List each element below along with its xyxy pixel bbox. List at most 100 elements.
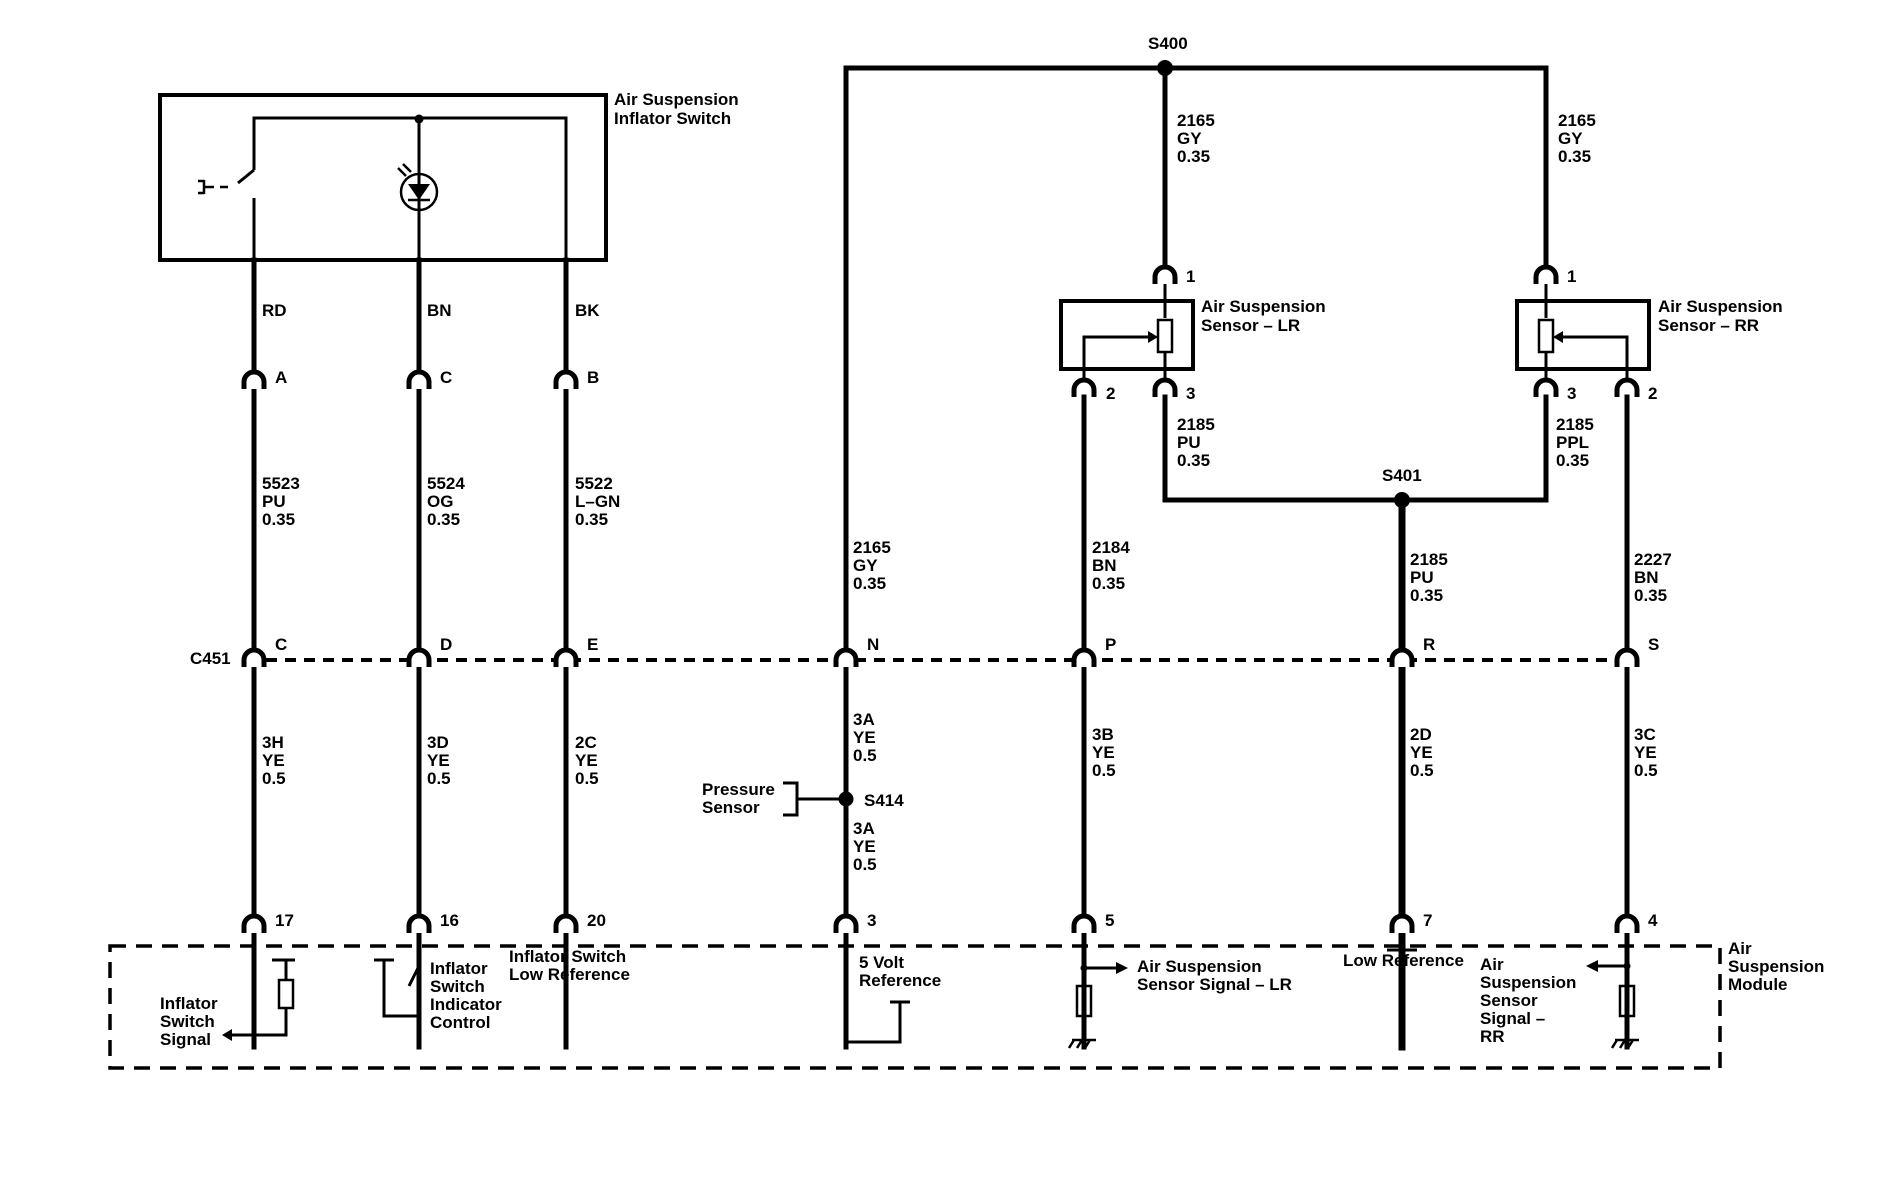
wire-2184-color: BN (1092, 556, 1117, 575)
five-volt-label-2: Reference (859, 971, 941, 990)
sensor-lr-box (1059, 299, 1195, 371)
wire-2d-gauge: 0.5 (1410, 761, 1434, 780)
wire-b-color: BK (575, 301, 600, 320)
switch-actuator-icon (198, 179, 228, 195)
c451-pin-d: D (440, 635, 452, 654)
wire-3h-color: YE (262, 751, 285, 770)
wire-3a-lower-color: YE (853, 837, 876, 856)
wire-3c-color: YE (1634, 743, 1657, 762)
module-label-1: Air (1728, 939, 1752, 958)
wire-2185-gauge: 0.35 (1410, 586, 1443, 605)
inflator-switch-label-1: Air Suspension (614, 90, 739, 109)
wire-2184-number: 2184 (1092, 538, 1130, 557)
sensor-rr-label-2: Sensor – RR (1658, 316, 1759, 335)
wire-2227-gauge: 0.35 (1634, 586, 1667, 605)
wire-2165-color: GY (853, 556, 878, 575)
sensor-lr-pin-1: 1 (1186, 267, 1195, 286)
indicator-control-label-4: Control (430, 1013, 490, 1032)
wire-5524-gauge: 0.35 (427, 510, 460, 529)
wire-2184-gauge: 0.35 (1092, 574, 1125, 593)
module-pin-5: 5 (1105, 911, 1114, 930)
wire-2185-color: PU (1410, 568, 1434, 587)
inflator-signal-resistor-icon (277, 978, 295, 1010)
splice-s401-label: S401 (1382, 466, 1422, 485)
inflator-signal-arrow-icon (222, 1029, 232, 1041)
lr-signal-label-1: Air Suspension (1137, 957, 1262, 976)
c451-pin-e: E (587, 635, 598, 654)
sensor-lr-component: 1 Air Suspension Sensor – LR 2 3 (1059, 267, 1326, 403)
s400-rr-gauge: 0.35 (1558, 147, 1591, 166)
module-pin-17: 17 (275, 911, 294, 930)
wire-3a-upper-color: YE (853, 728, 876, 747)
switch-low-ref-label-2: Low Reference (509, 965, 630, 984)
wire-3b-number: 3B (1092, 725, 1114, 744)
inflator-switch-label-2: Inflator Switch (614, 109, 731, 128)
wire-2227-number: 2227 (1634, 550, 1672, 569)
rr-signal-arrow-icon (1586, 960, 1598, 972)
wire-5523-color: PU (262, 492, 286, 511)
wire-2c-color: YE (575, 751, 598, 770)
lr-low-gauge: 0.35 (1177, 451, 1210, 470)
low-reference-label: Low Reference (1343, 951, 1464, 970)
indicator-driver-switch-icon (407, 940, 421, 987)
switch-low-ref-label-1: Inflator Switch (509, 947, 626, 966)
inflator-signal-label-2: Switch (160, 1012, 215, 1031)
rr-signal-label-3: Sensor (1480, 991, 1538, 1010)
wire-2185-number: 2185 (1410, 550, 1448, 569)
splice-s400-label: S400 (1148, 34, 1188, 53)
wire-5523-gauge: 0.35 (262, 510, 295, 529)
wire-3d-color: YE (427, 751, 450, 770)
wire-3c-gauge: 0.5 (1634, 761, 1658, 780)
wire-2d-color: YE (1410, 743, 1433, 762)
wire-3b-gauge: 0.5 (1092, 761, 1116, 780)
lr-signal-label-2: Sensor Signal – LR (1137, 975, 1292, 994)
sensor-rr-pin-2: 2 (1648, 384, 1657, 403)
wire-5523-number: 5523 (262, 474, 300, 493)
wire-3a-upper-number: 3A (853, 710, 875, 729)
s400-rr-circuit: 2165 (1558, 111, 1596, 130)
wire-3d-gauge: 0.5 (427, 769, 451, 788)
connector-c451: C451 C D E N P R S (190, 635, 1659, 668)
sensor-lr-potentiometer-icon (1156, 318, 1174, 354)
module-pin-7: 7 (1423, 911, 1432, 930)
wire-3a-lower-number: 3A (853, 819, 875, 838)
switch-pin-c: C (440, 368, 452, 387)
switch-pin-a: A (275, 368, 287, 387)
wire-3h-gauge: 0.5 (262, 769, 286, 788)
rr-low-color: PPL (1556, 433, 1589, 452)
splice-s400 (1157, 60, 1173, 76)
module-label-3: Module (1728, 975, 1788, 994)
pressure-sensor-label-1: Pressure (702, 780, 775, 799)
wire-3d-number: 3D (427, 733, 449, 752)
inflator-switch-component: Air Suspension Inflator Switch (158, 90, 739, 262)
lr-signal-arrow-icon (1116, 962, 1128, 974)
module-label-2: Suspension (1728, 957, 1824, 976)
wire-3a-upper-gauge: 0.5 (853, 746, 877, 765)
pressure-sensor-label-2: Sensor (702, 798, 760, 817)
indicator-control-label-3: Indicator (430, 995, 502, 1014)
wire-3c-number: 3C (1634, 725, 1656, 744)
sensor-rr-box (1515, 299, 1651, 371)
wire-5522-gauge: 0.35 (575, 510, 608, 529)
s400-rr-color: GY (1558, 129, 1583, 148)
s400-lr-color: GY (1177, 129, 1202, 148)
sensor-rr-label-1: Air Suspension (1658, 297, 1783, 316)
pressure-sensor-splice: S414 Pressure Sensor (702, 780, 904, 817)
sensor-rr-component: 1 Air Suspension Sensor – RR 3 2 (1515, 267, 1783, 403)
rr-low-circuit: 2185 (1556, 415, 1594, 434)
c451-pin-n: N (867, 635, 879, 654)
wire-5524-color: OG (427, 492, 453, 511)
lr-low-color: PU (1177, 433, 1201, 452)
s400-bus: S400 2165 GY 0.35 2165 GY 0.35 (843, 34, 1596, 1050)
indicator-led-icon (397, 163, 439, 212)
wire-c-color: BN (427, 301, 452, 320)
s400-lr-gauge: 0.35 (1177, 147, 1210, 166)
s400-lr-circuit: 2165 (1177, 111, 1215, 130)
indicator-control-label-2: Switch (430, 977, 485, 996)
module-pins: 17 16 20 3 5 7 4 (244, 911, 1658, 933)
c451-pin-s: S (1648, 635, 1659, 654)
c451-pin-p: P (1105, 635, 1116, 654)
wire-5522-color: L–GN (575, 492, 620, 511)
wire-2227-color: BN (1634, 568, 1659, 587)
